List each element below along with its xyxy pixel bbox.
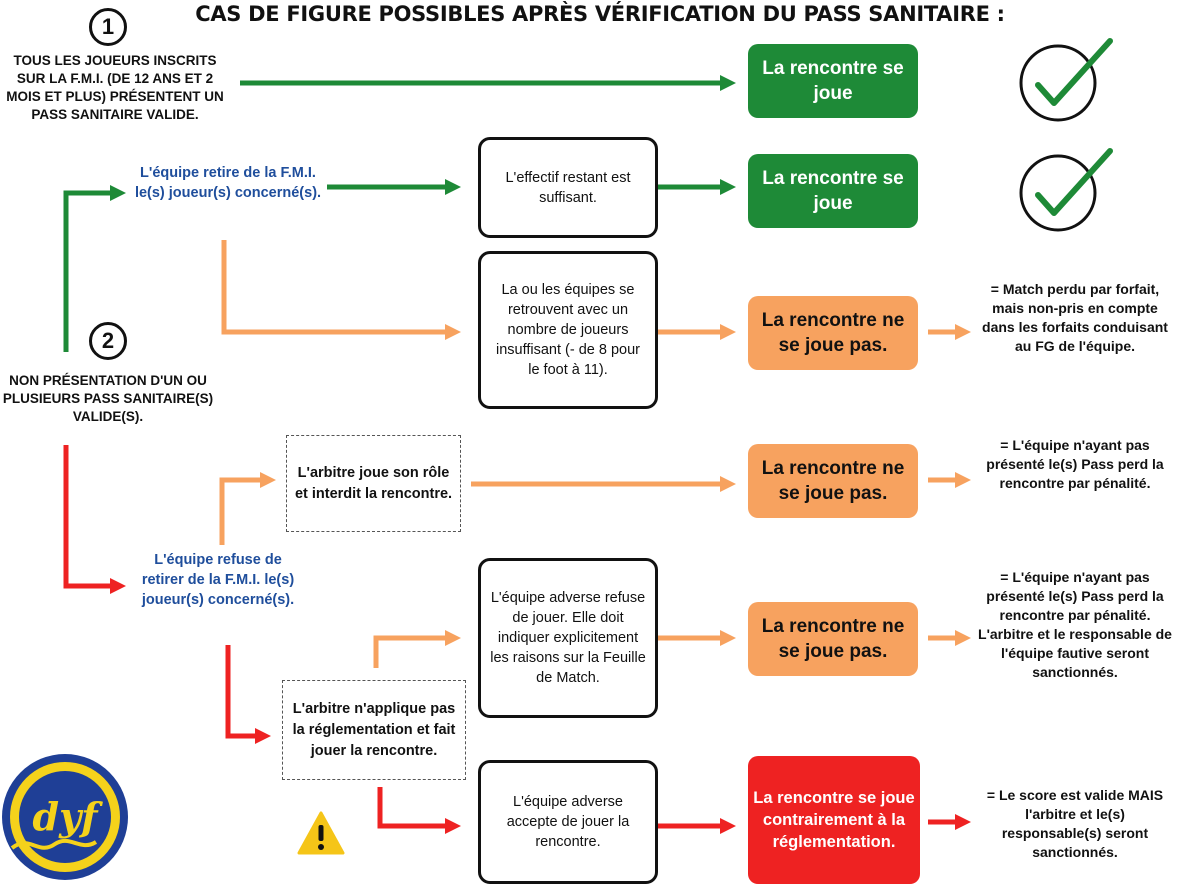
case-1-number: 1 bbox=[89, 8, 127, 46]
result-penalite-sanctions: = L'équipe n'ayant pas présenté le(s) Pa… bbox=[978, 569, 1172, 680]
result-forfait: = Match perdu par forfait, mais non-pris… bbox=[982, 281, 1168, 354]
page-title: CAS DE FIGURE POSSIBLES APRÈS VÉRIFICATI… bbox=[195, 2, 1005, 26]
check-circle-icon bbox=[1019, 38, 1113, 122]
case-2-text: NON PRÉSENTATION D'UN OU PLUSIEURS PASS … bbox=[2, 373, 214, 424]
outcome-sufficient-plays: La rencontre se joue bbox=[748, 154, 918, 228]
arrow-refuse-to-referee-forbids bbox=[219, 471, 277, 545]
box-adverse-refuse: L'équipe adverse refuse de jouer. Elle d… bbox=[478, 558, 658, 718]
warning-icon bbox=[297, 811, 345, 855]
arrow-remove-to-insufficient bbox=[221, 240, 462, 341]
logo-text: dyf bbox=[33, 794, 104, 839]
result-score-valide: = Le score est valide MAIS l'arbitre et … bbox=[986, 787, 1164, 860]
outcome-forbids-not-played: La rencontre ne se joue pas. bbox=[748, 444, 918, 518]
outcome-opponent-refuses-not-played: La rencontre ne se joue pas. bbox=[748, 602, 918, 676]
case-2-number: 2 bbox=[89, 322, 127, 360]
box-arbitre-interdit: L'arbitre joue son rôle et interdit la r… bbox=[286, 435, 461, 532]
arrow-case2-to-remove bbox=[63, 184, 127, 352]
outcome-played-against-rules: La rencontre se joue contrairement à la … bbox=[748, 756, 920, 884]
branch-refuse-label: L'équipe refuse de retirer de la F.M.I. … bbox=[141, 552, 295, 608]
district-logo: dyf bbox=[2, 754, 128, 880]
arrow-case2-to-refuse bbox=[63, 445, 127, 595]
box-effectif-suffisant: L'effectif restant est suffisant. bbox=[478, 137, 658, 238]
branch-remove-label: L'équipe retire de la F.M.I. le(s) joueu… bbox=[134, 165, 322, 201]
box-arbitre-fait-jouer: L'arbitre n'applique pas la réglementati… bbox=[282, 680, 466, 780]
outcome-case1-plays: La rencontre se joue bbox=[748, 44, 918, 118]
box-effectif-insuffisant: La ou les équipes se retrouvent avec un … bbox=[478, 251, 658, 409]
outcome-insufficient-not-played: La rencontre ne se joue pas. bbox=[748, 296, 918, 370]
result-penalite: = L'équipe n'ayant pas présenté le(s) Pa… bbox=[986, 437, 1164, 491]
case-1-text: TOUS LES JOUEURS INSCRITS SUR LA F.M.I. … bbox=[6, 53, 224, 122]
arrow-plays-to-opponent-accepts bbox=[377, 787, 462, 835]
arrow-refuse-to-referee-plays bbox=[225, 645, 272, 745]
box-adverse-accepte: L'équipe adverse accepte de jouer la ren… bbox=[478, 760, 658, 884]
check-circle-icon bbox=[1019, 148, 1113, 232]
arrow-plays-to-opponent-refuses bbox=[373, 629, 462, 668]
